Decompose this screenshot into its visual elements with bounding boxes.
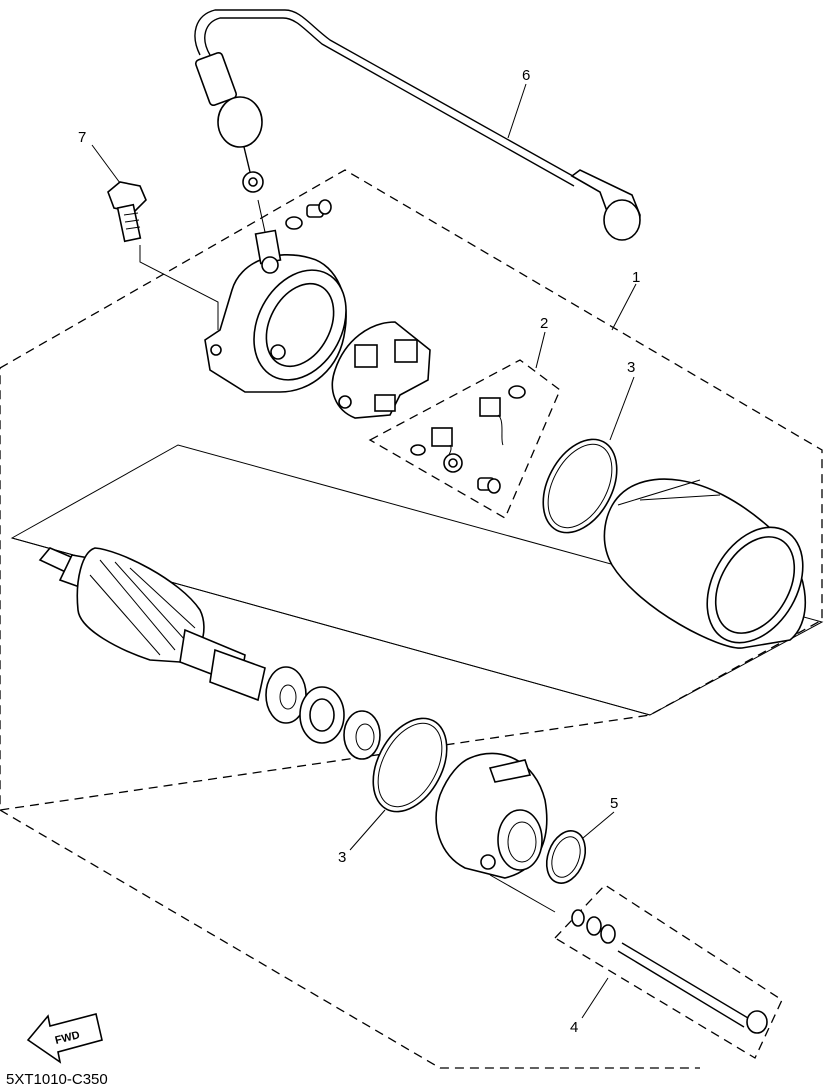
drawing-code: 5XT1010-C350 [6, 1071, 108, 1087]
callout-7: 7 [78, 129, 86, 146]
o-ring-3-upper [542, 438, 618, 534]
fwd-arrow-icon: FWD [26, 1013, 103, 1064]
bolt-kit-boundary-4 [553, 884, 783, 1059]
fwd-label: FWD [54, 1029, 81, 1047]
bolt-7 [107, 181, 147, 243]
callout-6: 6 [522, 67, 530, 84]
callout-5: 5 [610, 795, 618, 812]
brush-kit-boundary-2 [368, 359, 561, 519]
terminal-screw [285, 199, 332, 230]
callout-1: 1 [632, 269, 640, 286]
assembly-boundary-lower [0, 809, 700, 1069]
assembly-boundary-1 [0, 169, 823, 811]
o-ring-3-lower [372, 717, 448, 813]
armature [38, 547, 266, 702]
needle-bearing [343, 710, 381, 760]
bolt-kit-4 [571, 909, 768, 1034]
callout-4: 4 [570, 1019, 578, 1036]
yoke-housing [603, 478, 807, 649]
callout-3-upper: 3 [627, 359, 635, 376]
brush-plate [331, 321, 431, 419]
front-cover [435, 752, 548, 879]
o-ring-5 [545, 830, 587, 884]
brush-kit-parts [410, 385, 526, 494]
callout-2: 2 [540, 315, 548, 332]
starter-cable-6 [194, 9, 641, 241]
rear-cover [204, 229, 347, 393]
callout-3-lower: 3 [338, 849, 346, 866]
